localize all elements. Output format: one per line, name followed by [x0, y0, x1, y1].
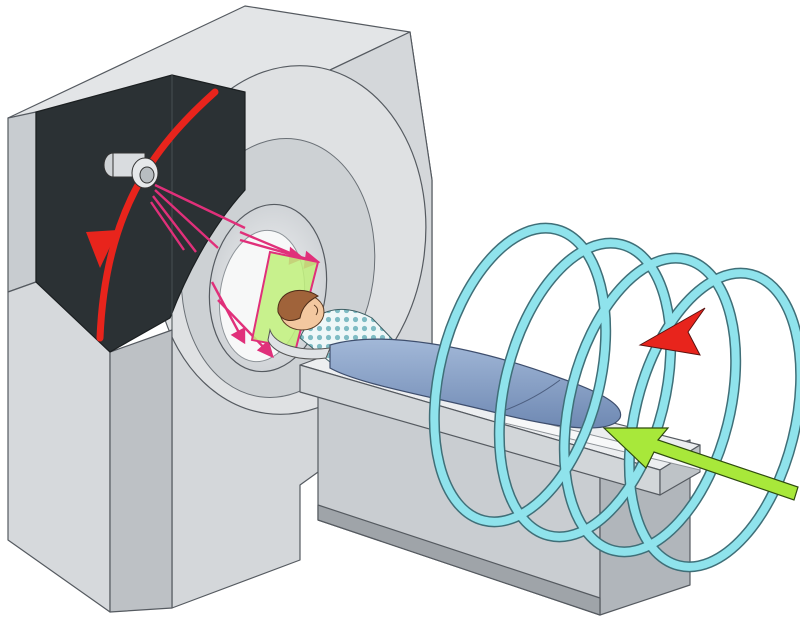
helix-loop-4	[625, 269, 800, 571]
xray-beams	[150, 183, 321, 359]
helix-loop-2	[495, 239, 675, 541]
interior-cavity	[35, 74, 246, 353]
gantry-lower-left-side	[109, 329, 173, 613]
table-base-shadow	[317, 504, 601, 616]
red-direction-arrow-icon	[638, 307, 706, 356]
helix-loop-1	[430, 224, 610, 526]
patient	[267, 289, 622, 429]
green-direction-arrow-icon	[602, 427, 799, 501]
helix-icon	[428, 222, 800, 573]
patient-hair	[277, 289, 319, 321]
rotation-arrow-head	[86, 230, 118, 268]
helix-loop-3	[560, 254, 740, 556]
gantry-left-side	[7, 111, 37, 293]
table-motion-arrow	[602, 427, 799, 501]
xray-tube-icon	[103, 152, 159, 189]
helix-rotation-arrow	[638, 307, 706, 356]
head-rest	[267, 328, 331, 360]
xray-source	[103, 152, 159, 189]
patient-ear	[313, 304, 319, 316]
cutaway-interior	[35, 74, 246, 353]
rotation-arrow-path	[96, 88, 219, 342]
